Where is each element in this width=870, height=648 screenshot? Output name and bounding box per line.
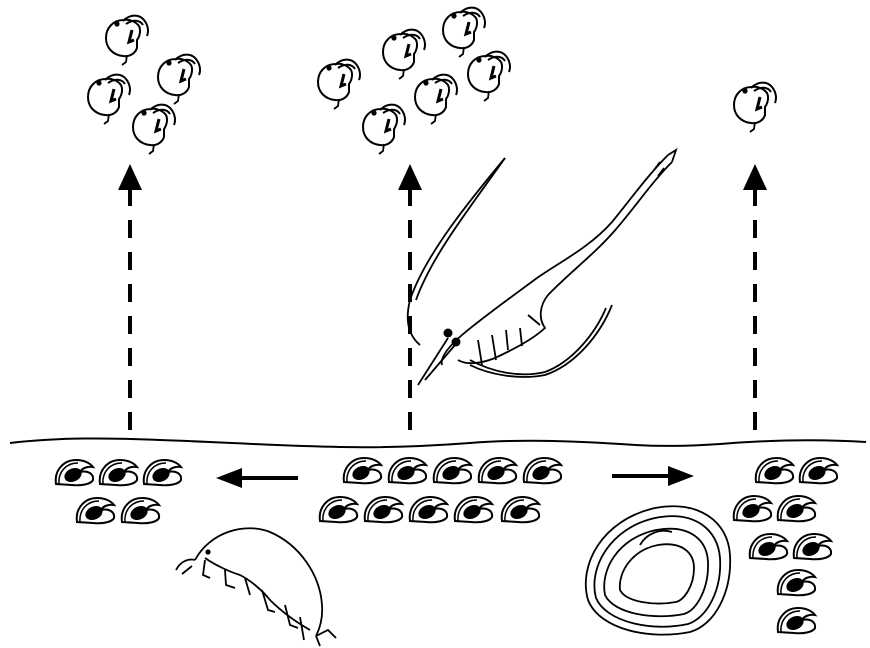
- resting-egg-icon: [502, 497, 539, 522]
- sediment-surface-line: [10, 438, 866, 447]
- daphnia-icon: [133, 105, 175, 154]
- resting-egg-icon: [524, 458, 561, 483]
- daphnia-icon: [106, 16, 148, 65]
- resting-egg-icon: [365, 497, 402, 522]
- daphnia-group-left: [88, 16, 200, 154]
- daphnia-icon: [383, 30, 425, 79]
- resting-egg-icon: [434, 458, 471, 483]
- resting-egg-icon: [56, 460, 93, 485]
- daphnia-group-right: [734, 83, 776, 132]
- hatching-arrow-right: [743, 164, 767, 430]
- resting-egg-icon: [320, 497, 357, 522]
- daphnia-icon: [158, 55, 200, 104]
- resting-egg-icon: [794, 534, 831, 559]
- egg-bank-left: [56, 460, 181, 523]
- resting-egg-icon: [455, 497, 492, 522]
- hatching-arrow-center: [398, 164, 422, 430]
- daphnia-icon: [415, 75, 457, 124]
- resting-egg-icon: [389, 458, 426, 483]
- resting-egg-icon: [144, 460, 181, 485]
- resting-egg-icon: [410, 497, 447, 522]
- transport-arrow-left: [216, 468, 298, 488]
- resting-egg-icon: [479, 458, 516, 483]
- daphnia-icon: [468, 52, 510, 101]
- resting-egg-icon: [778, 496, 815, 521]
- resting-egg-icon: [778, 608, 815, 633]
- daphnia-icon: [734, 83, 776, 132]
- resting-egg-icon: [734, 496, 771, 521]
- clam-icon: [586, 506, 730, 634]
- resting-egg-icon: [778, 570, 815, 595]
- resting-egg-icon: [750, 534, 787, 559]
- resting-egg-icon: [122, 498, 159, 523]
- daphnia-icon: [443, 8, 485, 57]
- daphnia-icon: [318, 60, 360, 109]
- mysid-shrimp-icon: [408, 150, 676, 385]
- resting-egg-icon: [100, 460, 137, 485]
- resting-egg-icon: [344, 458, 381, 483]
- egg-bank-right: [734, 458, 837, 633]
- daphnia-icon: [88, 75, 130, 124]
- resting-egg-icon: [756, 458, 793, 483]
- resting-egg-icon: [800, 458, 837, 483]
- egg-bank-center: [320, 458, 561, 522]
- daphnia-group-center: [318, 8, 510, 154]
- amphipod-icon: [176, 528, 336, 646]
- transport-arrow-right: [612, 466, 694, 486]
- daphnia-icon: [363, 105, 405, 154]
- resting-egg-icon: [77, 498, 114, 523]
- hatching-arrow-left: [118, 164, 142, 430]
